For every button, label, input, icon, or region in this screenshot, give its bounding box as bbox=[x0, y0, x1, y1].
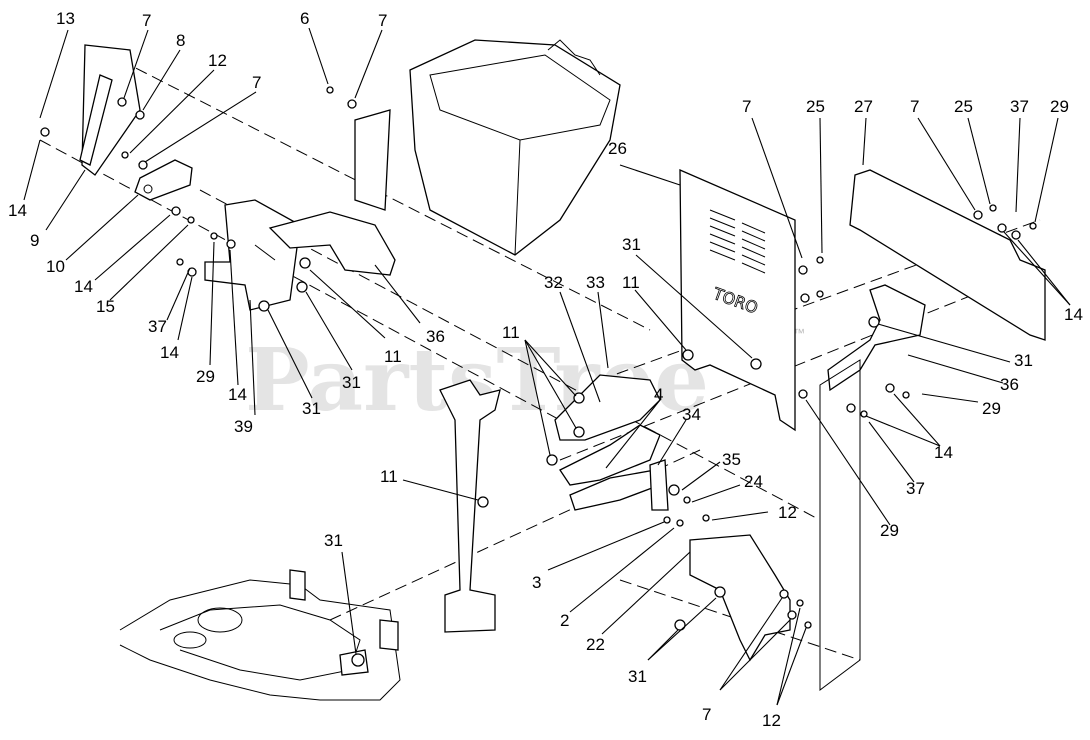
callout-label: 12 bbox=[208, 51, 227, 70]
callout-label: 14 bbox=[934, 443, 953, 462]
callout-label: 14 bbox=[1064, 305, 1083, 324]
callout-label: 27 bbox=[854, 97, 873, 116]
callout-label: 32 bbox=[544, 273, 563, 292]
callout-label: 3 bbox=[532, 573, 541, 592]
callout-label: 11 bbox=[502, 323, 520, 342]
mounting-plate-top bbox=[354, 109, 391, 211]
callout-label: 35 bbox=[722, 450, 741, 469]
hardware bbox=[40, 86, 1037, 667]
callout-label: 25 bbox=[806, 97, 825, 116]
callout-label: 7 bbox=[142, 11, 151, 30]
control-panel: TORO bbox=[679, 169, 796, 432]
callout-labels: 13 7 8 12 7 6 7 14 9 10 14 15 37 14 29 1… bbox=[8, 9, 1083, 730]
callout-label: 2 bbox=[560, 611, 569, 630]
callout-label: 7 bbox=[910, 97, 919, 116]
callout-label: 37 bbox=[906, 479, 925, 498]
callout-label: 29 bbox=[880, 521, 899, 540]
callout-label: 12 bbox=[762, 711, 781, 730]
vertical-bracket bbox=[439, 379, 501, 633]
callout-label: 36 bbox=[426, 327, 445, 346]
callout-label: 37 bbox=[148, 317, 167, 336]
callout-label: 10 bbox=[46, 257, 65, 276]
callout-label: 33 bbox=[586, 273, 605, 292]
chassis bbox=[119, 569, 401, 701]
callout-label: 24 bbox=[744, 472, 763, 491]
callout-label: 39 bbox=[234, 417, 253, 436]
frame-housing bbox=[409, 39, 621, 256]
callout-label: 26 bbox=[608, 139, 627, 158]
callout-label: 31 bbox=[628, 667, 647, 686]
callout-label: 11 bbox=[380, 467, 398, 486]
callout-label: 36 bbox=[1000, 375, 1019, 394]
callout-label: 22 bbox=[586, 635, 605, 654]
callout-label: 14 bbox=[8, 201, 27, 220]
lower-right-bracket bbox=[689, 534, 791, 662]
callout-label: 6 bbox=[300, 9, 309, 28]
callout-label: 31 bbox=[342, 373, 361, 392]
right-shroud bbox=[849, 169, 1046, 341]
callout-label: 11 bbox=[384, 347, 402, 366]
leader-lines bbox=[23, 27, 1071, 706]
callout-label: 37 bbox=[1010, 97, 1029, 116]
callout-label: 13 bbox=[56, 9, 75, 28]
right-arm bbox=[827, 284, 926, 392]
left-bracket-assembly bbox=[79, 44, 396, 311]
callout-label: 7 bbox=[702, 705, 711, 724]
callout-label: 31 bbox=[1014, 351, 1033, 370]
callout-label: 7 bbox=[252, 73, 261, 92]
callout-label: 25 bbox=[954, 97, 973, 116]
callout-label: 29 bbox=[196, 367, 215, 386]
callout-label: 14 bbox=[74, 277, 93, 296]
center-arms bbox=[554, 374, 669, 511]
callout-label: 12 bbox=[778, 503, 797, 522]
callout-label: 14 bbox=[160, 343, 179, 362]
callout-label: 31 bbox=[324, 531, 343, 550]
callout-label: 4 bbox=[654, 385, 663, 404]
callout-label: 29 bbox=[982, 399, 1001, 418]
callout-label: 29 bbox=[1050, 97, 1069, 116]
callout-label: 11 bbox=[622, 273, 640, 292]
callout-label: 7 bbox=[742, 97, 751, 116]
lower-right-plate bbox=[819, 359, 861, 691]
callout-label: 14 bbox=[228, 385, 247, 404]
callout-label: 8 bbox=[176, 31, 185, 50]
callout-label: 31 bbox=[622, 235, 641, 254]
callout-label: 34 bbox=[682, 405, 701, 424]
callout-label: 7 bbox=[378, 11, 387, 30]
callout-label: 31 bbox=[302, 399, 321, 418]
trademark: ™ bbox=[793, 326, 805, 340]
callout-label: 9 bbox=[30, 231, 39, 250]
callout-label: 15 bbox=[96, 297, 115, 316]
